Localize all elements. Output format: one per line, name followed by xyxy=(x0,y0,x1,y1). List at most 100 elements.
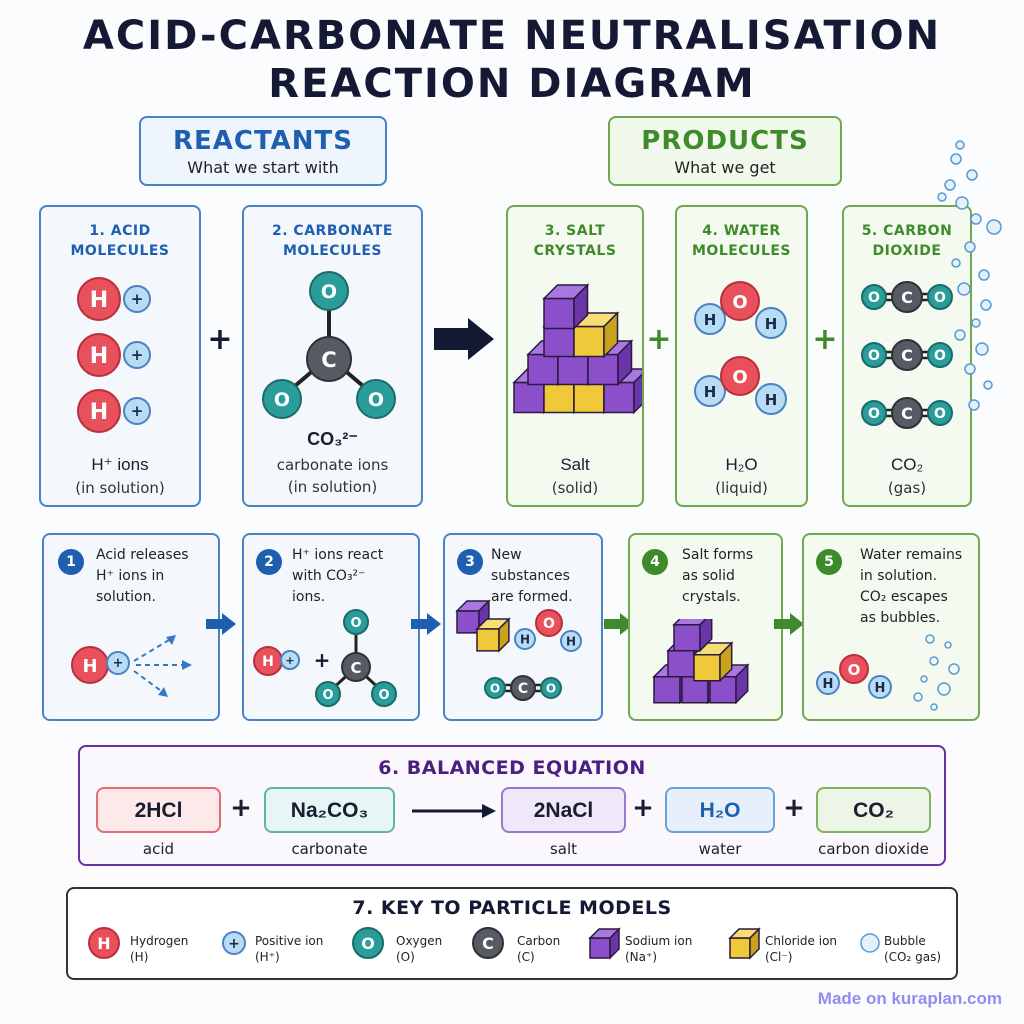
bubble xyxy=(950,153,962,165)
step-text-line: in solution. xyxy=(860,568,938,584)
svg-text:O: O xyxy=(368,389,384,411)
key-label-bubble: Bubble(CO₂ gas) xyxy=(884,933,941,965)
oxygen-atom: O xyxy=(861,284,887,310)
equation-label: salt xyxy=(549,840,578,858)
step-arrow-icon xyxy=(774,613,804,635)
salt-crystal-lattice xyxy=(512,283,642,415)
bubble xyxy=(966,169,978,181)
hydrogen-atom: H xyxy=(560,630,582,652)
watermark-text[interactable]: Made on kuraplan.com xyxy=(817,989,1002,1008)
equation-term-water: H₂O xyxy=(665,787,775,833)
svg-text:+: + xyxy=(285,654,294,667)
sodium-ion-cube xyxy=(672,619,713,653)
card-title-line-2: MOLECULES xyxy=(282,243,383,259)
bubble xyxy=(944,179,956,191)
equation-term-acid: 2HCl xyxy=(96,787,221,833)
oxygen-atom: O xyxy=(540,677,562,699)
svg-text:H: H xyxy=(520,632,530,646)
acid-caption: H⁺ ions xyxy=(91,455,149,474)
acid-subcaption: (in solution) xyxy=(75,479,165,497)
svg-text:O: O xyxy=(322,688,333,703)
step-text: Acid releases H⁺ ions in solution. xyxy=(96,545,189,608)
svg-text:O: O xyxy=(934,290,946,306)
oxygen-atom: O xyxy=(861,342,887,368)
oxygen-atom: O xyxy=(927,400,953,426)
svg-text:H: H xyxy=(90,344,108,369)
key-label-positive-ion: Positive ion (H⁺) xyxy=(255,933,323,965)
oxygen-key-icon: O xyxy=(352,927,384,959)
svg-text:H: H xyxy=(765,315,778,333)
bubble xyxy=(983,380,993,390)
equation-heading: 6. BALANCED EQUATION xyxy=(378,757,646,779)
chloride-ion-cube xyxy=(475,617,511,653)
equation-arrow-icon xyxy=(412,804,496,818)
step-2-panel: 2 H⁺ ions react with CO₃²⁻ ions. H + + O… xyxy=(242,533,420,721)
key-label-line: (O) xyxy=(396,950,415,964)
water-molecule-1: H H O xyxy=(694,281,787,339)
svg-text:O: O xyxy=(868,406,880,422)
hydrogen-ion-group: H+ H+ H+ xyxy=(77,277,151,433)
svg-text:O: O xyxy=(732,292,747,313)
ion-release-illustration: H + xyxy=(71,635,192,697)
svg-text:O: O xyxy=(543,616,555,632)
svg-text:+: + xyxy=(228,936,240,952)
card-title-line-2: MOLECULES xyxy=(70,243,170,259)
card-title-line-1: 5. CARBON xyxy=(861,223,953,239)
svg-text:O: O xyxy=(934,348,946,364)
salt-caption: Salt xyxy=(560,455,590,474)
plus-sign: + xyxy=(646,322,672,357)
step-text-line: Water remains xyxy=(860,547,963,563)
products-heading: PRODUCTS xyxy=(641,126,809,156)
svg-text:O: O xyxy=(868,348,880,364)
reactants-heading: REACTANTS xyxy=(172,126,354,156)
svg-text:+: + xyxy=(131,290,144,308)
bubble xyxy=(955,196,969,210)
bubble xyxy=(968,399,980,411)
key-label-line: (H⁺) xyxy=(255,950,280,964)
key-label-line: (Cl⁻) xyxy=(765,950,793,964)
card-title-line-2: MOLECULES xyxy=(691,243,792,259)
svg-text:C: C xyxy=(321,348,336,372)
svg-text:H: H xyxy=(875,681,886,696)
step-number: 5 xyxy=(816,549,842,575)
carbonate-ion-model: O C O O xyxy=(262,271,396,419)
bubble-key-icon xyxy=(860,933,880,953)
step-text-line: H⁺ ions react xyxy=(292,547,384,563)
acid-molecules-card: 1. ACID MOLECULES H+ H+ H+ H⁺ ions (in s… xyxy=(39,205,201,507)
step-text-line: ions. xyxy=(292,589,326,605)
water-molecule-group: H H O H H O xyxy=(694,281,787,415)
sodium-ion-cube xyxy=(542,283,590,331)
hydrogen-ion-2: H+ xyxy=(77,333,151,377)
bubble xyxy=(955,140,965,150)
key-label-line: Positive ion xyxy=(255,934,324,948)
carbonate-caption: carbonate ions xyxy=(276,456,389,474)
step-number: 4 xyxy=(642,549,668,575)
step-number: 2 xyxy=(256,549,282,575)
bubble xyxy=(971,318,981,328)
key-label-line: Chloride ion xyxy=(765,934,838,948)
oxygen-atom: O xyxy=(861,400,887,426)
svg-text:H: H xyxy=(262,654,274,670)
svg-text:H: H xyxy=(90,400,108,425)
step-text-line: are formed. xyxy=(491,589,573,605)
equation-plus: + xyxy=(632,793,654,823)
key-label-carbon: Carbon(C) xyxy=(517,933,560,965)
step-1-panel: 1 Acid releases H⁺ ions in solution. H + xyxy=(42,533,220,721)
key-label-line: Carbon xyxy=(517,934,561,948)
plus-sign: + xyxy=(812,322,838,357)
svg-text:C: C xyxy=(901,288,913,307)
step-text: H⁺ ions react with CO₃²⁻ ions. xyxy=(292,545,383,608)
equation-label: acid xyxy=(142,840,175,858)
equation-term-salt: 2NaCl xyxy=(501,787,626,833)
salt-crystals-card: 3. SALT CRYSTALS Salt (solid) xyxy=(506,205,644,507)
bubble xyxy=(957,282,971,296)
step-text: New substances are formed. xyxy=(491,545,601,608)
carbonate-subcaption: (in solution) xyxy=(287,478,378,496)
svg-text:+: + xyxy=(113,656,124,671)
